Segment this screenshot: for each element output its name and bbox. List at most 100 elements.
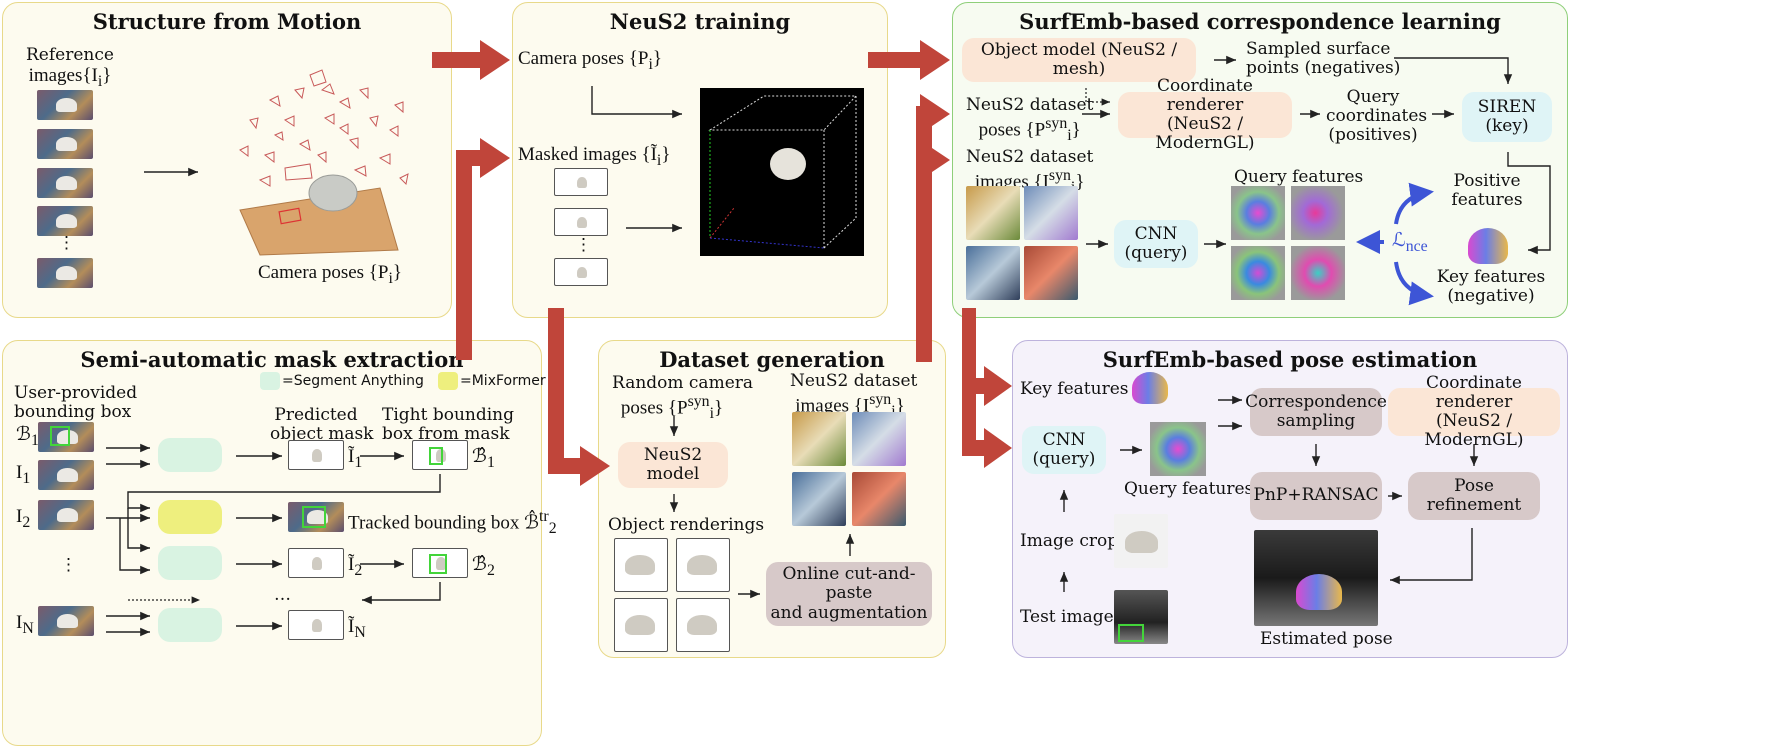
it2-sub: 2 bbox=[354, 561, 363, 579]
tracked-box-image bbox=[288, 502, 344, 532]
dataset-image-4 bbox=[852, 472, 906, 526]
mask-output-2 bbox=[288, 548, 344, 578]
pnp-ransac-box: PnP+RANSAC bbox=[1250, 472, 1382, 520]
pose-coord-renderer-box: Coordinate renderer (NeuS2 / ModernGL) bbox=[1388, 373, 1560, 450]
itn-symbol: ĨN bbox=[348, 616, 366, 642]
corr-images-sup: syn bbox=[1048, 167, 1071, 185]
b1-text: ℬ bbox=[16, 424, 31, 445]
reference-label-line1: Reference bbox=[26, 45, 114, 65]
predicted-line1: Predicted bbox=[274, 405, 358, 425]
bh2-sub: 2 bbox=[486, 561, 495, 579]
pose-cnn-line1: CNN bbox=[1042, 429, 1086, 450]
dataset-images-line2: images {Isyni} bbox=[790, 391, 910, 421]
user-box-line1: User-provided bbox=[14, 383, 138, 403]
rendering-2 bbox=[676, 538, 730, 592]
bh2-symbol: ℬ̂2 bbox=[472, 554, 495, 580]
lnce-text: ℒ bbox=[1392, 230, 1406, 251]
test-image-label: Test image bbox=[1020, 607, 1114, 627]
corr-sampling-line1: Correspondence bbox=[1245, 391, 1387, 412]
ref-images-sub: i bbox=[97, 72, 103, 90]
in-sub: N bbox=[22, 619, 34, 637]
random-poses-line1: Random camera bbox=[612, 373, 754, 393]
dataset-title: Dataset generation bbox=[659, 347, 885, 372]
query-coordinates-label: Query coordinates (positives) bbox=[1326, 87, 1427, 145]
b1-sub: 1 bbox=[30, 431, 39, 449]
corr-query-features-label: Query features bbox=[1234, 167, 1364, 187]
mask-input-in bbox=[38, 606, 94, 636]
legend-sam-text: =Segment Anything bbox=[282, 373, 424, 389]
tracked-sup: tr bbox=[539, 508, 549, 525]
i1-sub: 1 bbox=[22, 469, 31, 487]
dataset-images-line1: NeuS2 dataset bbox=[790, 371, 918, 391]
tracked-text: Tracked bounding box ℬ̂ bbox=[348, 512, 540, 534]
sampled-points-label: Sampled surface points (negatives) bbox=[1246, 39, 1400, 78]
it2-text: Ĩ bbox=[348, 554, 355, 575]
query-feature-4 bbox=[1291, 246, 1345, 300]
rendering-1 bbox=[614, 538, 668, 592]
corr-dataset-poses-label: NeuS2 dataset poses {Psyni} bbox=[966, 95, 1093, 145]
masked-images-label: Masked images {Ĩi} bbox=[518, 144, 671, 169]
legend-mixformer-text: =MixFormer bbox=[460, 373, 546, 389]
mask-output-n bbox=[288, 610, 344, 640]
tight-box-1 bbox=[412, 440, 468, 470]
tracked-box-label: Tracked bounding box ℬ̂tr2 bbox=[348, 508, 557, 538]
corr-dataset-image-4 bbox=[1024, 246, 1078, 300]
rendering-4 bbox=[676, 598, 730, 652]
it1-text: Ĩ bbox=[348, 446, 355, 467]
i2-sub: 2 bbox=[22, 513, 31, 531]
key-features-object bbox=[1468, 228, 1508, 264]
mixformer-box bbox=[158, 500, 222, 534]
tight-box-2 bbox=[412, 548, 468, 578]
predicted-mask-label: Predicted object mask bbox=[270, 405, 374, 444]
mask-input-i2 bbox=[38, 500, 94, 530]
itn-text: Ĩ bbox=[348, 616, 355, 637]
query-feature-2 bbox=[1291, 186, 1345, 240]
neus2-title: NeuS2 training bbox=[609, 9, 791, 34]
it1-sub: 1 bbox=[354, 453, 363, 471]
siren-line1: SIREN bbox=[1477, 96, 1537, 117]
corr-title: SurfEmb-based correspondence learning bbox=[1019, 9, 1501, 34]
object-model-box: Object model (NeuS2 / mesh) bbox=[962, 38, 1196, 82]
tight-line1: Tight bounding bbox=[382, 405, 515, 425]
positive-features-label: Positive features bbox=[1440, 171, 1534, 210]
ref-images-text: images{I bbox=[28, 65, 98, 87]
mask-input-b1 bbox=[38, 422, 94, 452]
sam-box-2 bbox=[158, 546, 222, 580]
legend-sam-swatch bbox=[260, 372, 280, 390]
mask-input-i1 bbox=[38, 460, 94, 490]
pose-coord-renderer-line1: Coordinate renderer bbox=[1426, 372, 1522, 412]
corr-sampling-line2: sampling bbox=[1276, 411, 1356, 431]
i1-symbol: I1 bbox=[16, 462, 30, 488]
pose-query-features bbox=[1150, 422, 1206, 476]
user-box-line2: bounding box bbox=[14, 402, 132, 423]
mask-title: Semi-automatic mask extraction bbox=[80, 347, 464, 372]
sfm-scene-illustration bbox=[239, 69, 409, 256]
masked-image-3 bbox=[554, 258, 608, 286]
sfm-camera-poses-sub: i bbox=[388, 269, 393, 287]
lnce-label: ℒnce bbox=[1392, 230, 1428, 256]
corr-cnn-box: CNN (query) bbox=[1114, 220, 1198, 268]
corr-dataset-image-2 bbox=[1024, 186, 1078, 240]
corr-key-features-label: Key features (negative) bbox=[1436, 267, 1546, 307]
mask-vdots: ⋮ bbox=[60, 555, 77, 575]
pose-title: SurfEmb-based pose estimation bbox=[1102, 347, 1478, 372]
estimated-pose-image bbox=[1254, 530, 1378, 626]
positive-line1: Positive bbox=[1453, 171, 1521, 191]
corr-cnn-line1: CNN bbox=[1134, 223, 1178, 244]
neus2-render-view bbox=[700, 88, 864, 256]
neus2-bounding-cube bbox=[708, 95, 858, 249]
test-image-thumb bbox=[1114, 590, 1168, 644]
pose-key-features-object bbox=[1132, 372, 1168, 404]
pose-cnn-box: CNN (query) bbox=[1022, 426, 1106, 474]
masked-images-text: Masked images {Ĩ bbox=[518, 144, 657, 165]
query-feature-1 bbox=[1231, 186, 1285, 240]
corr-dataset-poses-text: poses {P bbox=[978, 119, 1046, 141]
random-sub: i bbox=[709, 405, 714, 423]
rendering-3 bbox=[614, 598, 668, 652]
siren-box: SIREN (key) bbox=[1462, 92, 1552, 142]
reference-vdots: ⋮ bbox=[58, 233, 75, 253]
corr-cnn-line2: (query) bbox=[1124, 243, 1188, 263]
pose-key-features-label: Key features bbox=[1020, 379, 1129, 399]
reference-label-line2: images{Ii} bbox=[28, 65, 112, 90]
corr-key-line2: (negative) bbox=[1447, 286, 1535, 307]
